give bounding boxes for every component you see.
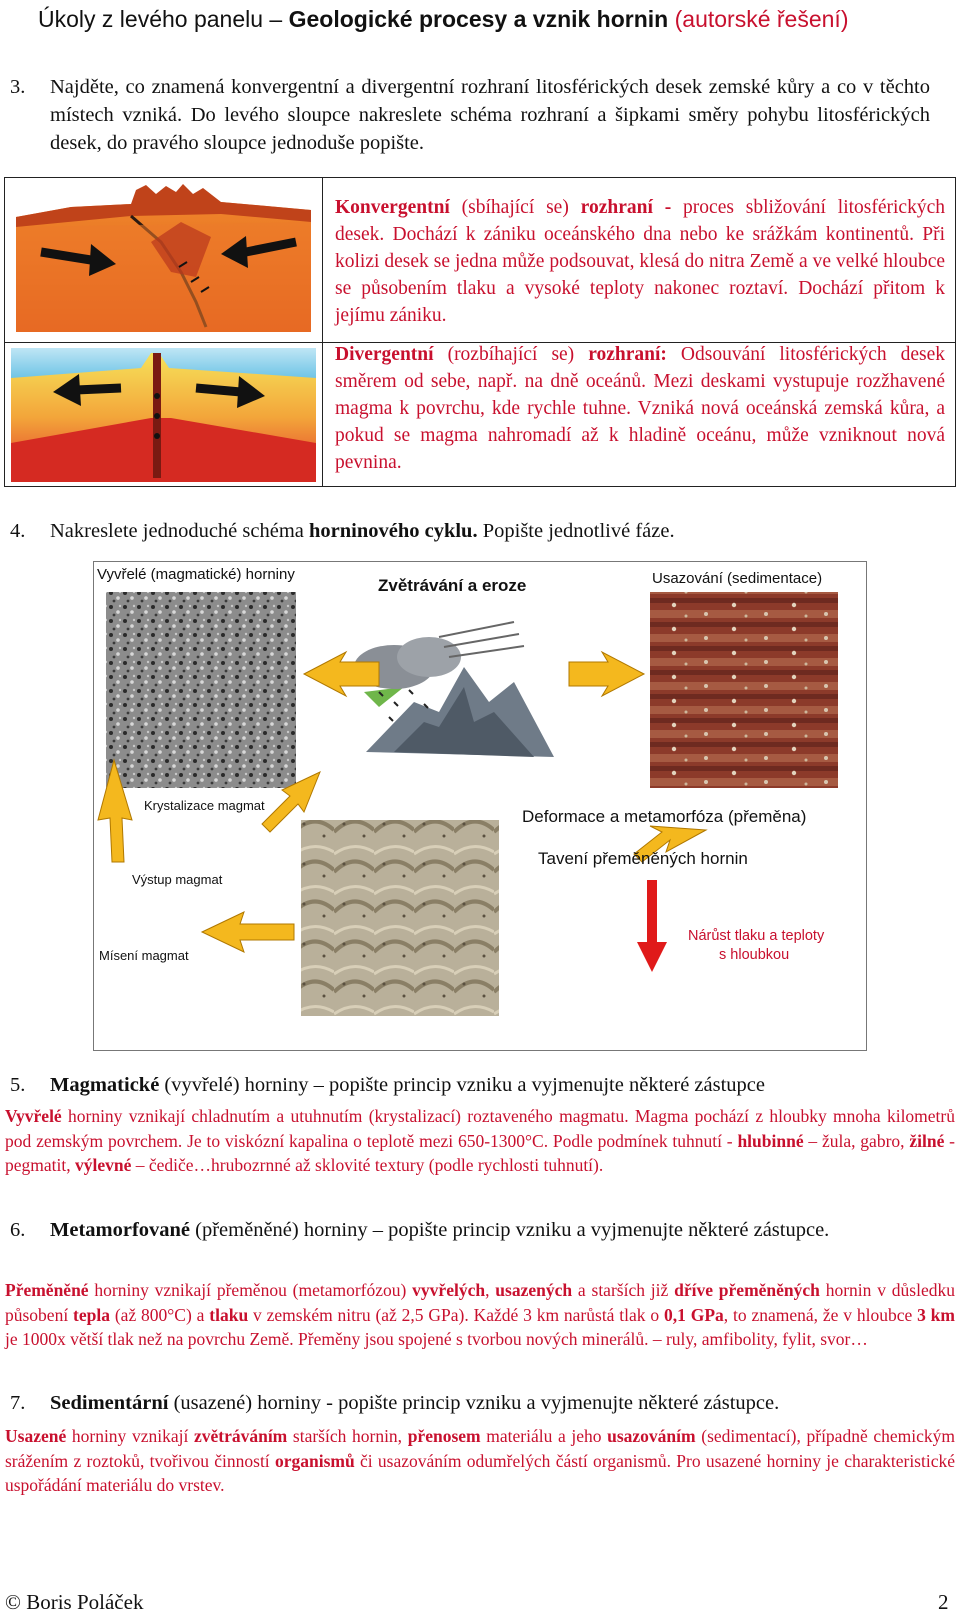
question-4: 4. Nakreslete jednoduché schéma horninov… xyxy=(10,517,930,545)
arrow-crystallization xyxy=(97,758,133,863)
answer-6: Přeměněné horniny vznikají přeměnou (met… xyxy=(5,1280,955,1349)
label-crystallization: Krystalizace magmat xyxy=(144,798,265,813)
convergent-boundary-illustration xyxy=(16,184,311,332)
label-depth: s hloubkou xyxy=(719,947,790,963)
question-text: Najděte, co znamená konvergentní a diver… xyxy=(50,76,930,154)
question-5: 5. Magmatické (vyvřelé) horniny – popišt… xyxy=(10,1071,930,1099)
divergent-boundary-illustration xyxy=(11,348,316,482)
label-mixing: Mísení magmat xyxy=(99,948,189,963)
answer-7: Usazené horniny vznikají zvětráváním sta… xyxy=(5,1426,955,1495)
question-number: 3. xyxy=(10,76,26,98)
label-sedimentation: Usazování (sedimentace) xyxy=(652,570,823,587)
weathering-mountain-illustration xyxy=(354,621,554,757)
question-number: 6. xyxy=(10,1219,26,1241)
convergent-description: Konvergentní (sbíhající se) rozhraní - p… xyxy=(335,197,945,326)
convergent-term: Konvergentní xyxy=(335,197,450,218)
footer-page-number: 2 xyxy=(938,1590,949,1614)
label-deformation: Deformace a metamorfóza (přeměna) xyxy=(522,807,807,826)
label-igneous: Vyvřelé (magmatické) horniny xyxy=(97,566,295,583)
question-7: 7. Sedimentární (usazené) horniny - popi… xyxy=(10,1389,945,1417)
label-weathering: Zvětrávání a eroze xyxy=(378,576,527,595)
rock-cycle-diagram: Vyvřelé (magmatické) horniny Zvětrávání … xyxy=(93,561,867,1051)
arrow-sedimentation-to-weathering xyxy=(568,650,646,698)
question-number: 5. xyxy=(10,1074,26,1096)
footer-author: © Boris Poláček xyxy=(5,1590,144,1614)
arrow-igneous-to-weathering xyxy=(302,650,380,698)
page-header: Úkoly z levého panelu – Geologické proce… xyxy=(38,6,848,33)
arrow-mixing xyxy=(200,911,295,953)
arrow-ascent xyxy=(261,771,321,833)
header-title: Geologické procesy a vznik hornin xyxy=(288,6,669,32)
metamorphic-rock-photo xyxy=(301,820,499,1016)
question-3: 3. Najděte, co znamená konvergentní a di… xyxy=(10,73,930,157)
sedimentary-rock-photo xyxy=(650,592,838,788)
plate-boundary-table: Konvergentní (sbíhající se) rozhraní - p… xyxy=(4,177,956,487)
arrow-sediment-to-metamorphic xyxy=(633,825,708,863)
question-6: 6. Metamorfované (přeměněné) horniny – p… xyxy=(10,1216,945,1244)
igneous-rock-photo xyxy=(106,592,296,788)
divergent-term: Divergentní xyxy=(335,344,434,365)
header-suffix: (autorské řešení) xyxy=(668,6,849,32)
header-prefix: Úkoly z levého panelu – xyxy=(38,6,289,32)
answer-5: Vyvřelé horniny vznikají chladnutím a ut… xyxy=(5,1106,956,1175)
question-number: 4. xyxy=(10,520,26,542)
label-ascent: Výstup magmat xyxy=(132,872,223,887)
divergent-description: Divergentní (rozbíhající se) rozhraní: O… xyxy=(335,344,945,473)
question-number: 7. xyxy=(10,1392,26,1414)
pressure-depth-arrow xyxy=(637,880,667,972)
label-pressure: Nárůst tlaku a teploty xyxy=(688,928,825,944)
label-melting: Tavení přeměněných hornin xyxy=(538,849,748,868)
